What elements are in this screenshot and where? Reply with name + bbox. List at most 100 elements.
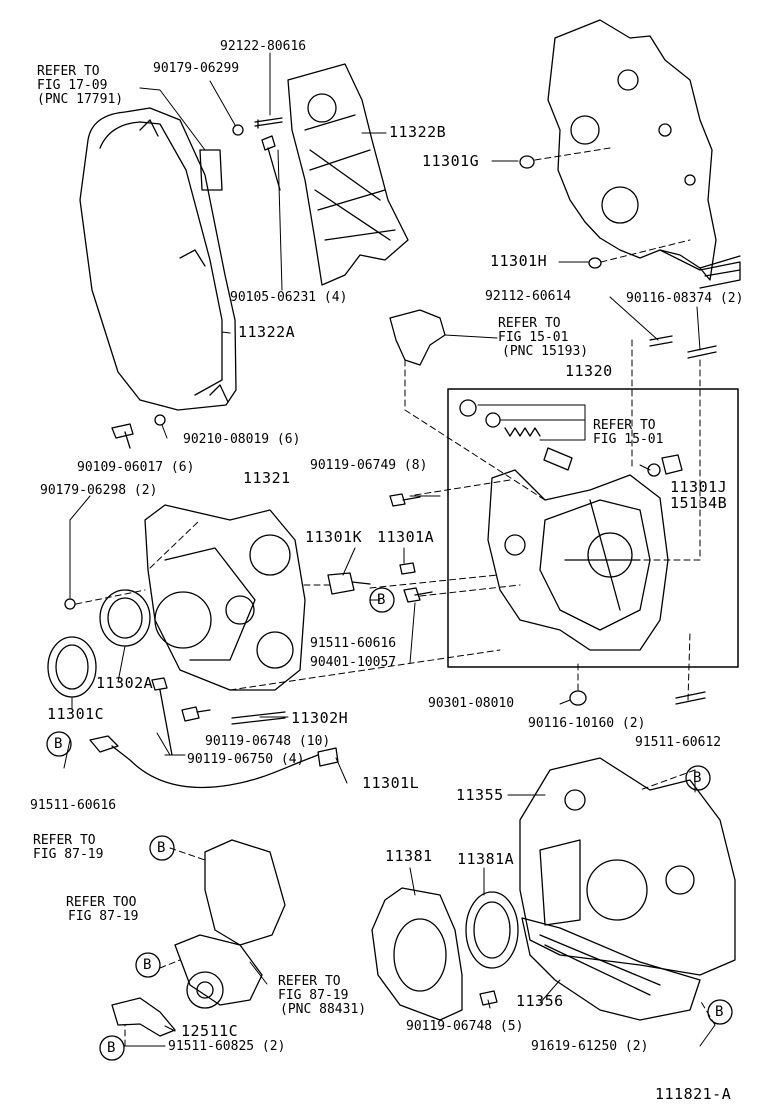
bolt-90401 bbox=[403, 587, 433, 603]
label-91511-60825: 91511-60825 (2) bbox=[168, 1039, 286, 1054]
b-callout-5: B bbox=[143, 957, 152, 973]
label-15134B: 15134B bbox=[670, 494, 728, 512]
label-fig-15-01-a: FIG 15-01 bbox=[498, 330, 569, 345]
washer-90210 bbox=[154, 414, 166, 426]
label-12511C: 12511C bbox=[181, 1022, 239, 1040]
stud-11302H bbox=[231, 711, 286, 725]
plug-relief-valve bbox=[459, 399, 477, 417]
b-callout-7: B bbox=[715, 1004, 724, 1020]
stud-90116-08374 bbox=[687, 345, 717, 359]
label-refer-to-a: REFER TO bbox=[37, 64, 100, 79]
label-91511-60616-b: 91511-60616 bbox=[30, 798, 117, 813]
bolt-90119-06748-5 bbox=[479, 990, 498, 1006]
label-11301K: 11301K bbox=[305, 528, 363, 546]
label-fig-17-09: FIG 17-09 bbox=[37, 78, 108, 93]
o-ring-11301H bbox=[588, 257, 602, 269]
label-90119-06749: 90119-06749 (8) bbox=[310, 458, 428, 473]
timing-belt-cover-11322A bbox=[79, 107, 237, 411]
bolt-90119-06749 bbox=[389, 493, 421, 507]
label-fig-87-19-b: FIG 87-19 bbox=[68, 909, 139, 924]
nut-90179-06299 bbox=[232, 124, 244, 136]
label-90109-06017: 90109-06017 (6) bbox=[77, 460, 195, 475]
label-11321: 11321 bbox=[243, 469, 291, 487]
label-91619-61250: 91619-61250 (2) bbox=[531, 1039, 649, 1054]
label-fig-87-19-a: FIG 87-19 bbox=[33, 847, 104, 862]
label-90119-06748-5: 90119-06748 (5) bbox=[406, 1019, 524, 1034]
label-90116-10160: 90116-10160 (2) bbox=[528, 716, 646, 731]
label-11301J: 11301J bbox=[670, 478, 728, 496]
bolt-90109 bbox=[111, 423, 134, 449]
label-11322B: 11322B bbox=[389, 123, 447, 141]
label-90179-06299: 90179-06299 bbox=[153, 61, 240, 76]
tensioner-pulley bbox=[186, 971, 224, 1009]
label-11301L: 11301L bbox=[362, 774, 420, 792]
drawing-number: 111821-A bbox=[655, 1085, 732, 1103]
label-90119-06748-10: 90119-06748 (10) bbox=[205, 734, 331, 749]
engine-plate-11355 bbox=[519, 757, 736, 976]
label-pnc-15193: (PNC 15193) bbox=[502, 344, 589, 359]
connector-11301L bbox=[317, 747, 339, 767]
oil-seal-11301C bbox=[47, 636, 97, 698]
bolt-90119-06748-10 bbox=[181, 706, 211, 722]
seal-retainer-bore bbox=[393, 918, 447, 992]
timing-cover-11322B bbox=[287, 63, 409, 286]
label-11301H: 11301H bbox=[490, 252, 548, 270]
bracket-12511C bbox=[111, 997, 176, 1037]
label-11320: 11320 bbox=[565, 362, 613, 380]
oil-seal-11381A bbox=[465, 891, 519, 969]
b-callout-circles bbox=[46, 587, 733, 1061]
label-11381: 11381 bbox=[385, 847, 433, 865]
stud-92112 bbox=[649, 335, 673, 347]
label-11322A: 11322A bbox=[238, 323, 296, 341]
label-pnc-17791: (PNC 17791) bbox=[37, 92, 124, 107]
label-fig-15-01-b: FIG 15-01 bbox=[593, 432, 664, 447]
oil-pump-body-11321 bbox=[144, 504, 306, 691]
bolt-92122 bbox=[254, 117, 283, 129]
leader-lines bbox=[63, 52, 716, 1047]
o-ring-90301 bbox=[569, 690, 587, 706]
bolt-90105 bbox=[261, 135, 281, 191]
label-refer-to-d: REFER TO bbox=[33, 833, 96, 848]
pin-11301A bbox=[399, 562, 416, 575]
tensioner-bracket bbox=[174, 934, 263, 1006]
label-90401-10057: 90401-10057 bbox=[310, 655, 397, 670]
bolt-90119-06750 bbox=[151, 677, 173, 756]
label-fig-87-19-c: FIG 87-19 bbox=[278, 988, 349, 1003]
plate-11356 bbox=[521, 917, 701, 1021]
label-91511-60612: 91511-60612 bbox=[635, 735, 722, 750]
sensor-harness-11301L bbox=[89, 735, 319, 789]
label-92112-60614: 92112-60614 bbox=[485, 289, 572, 304]
label-refer-to-f: REFER TO bbox=[278, 974, 341, 989]
label-90179-06298: 90179-06298 (2) bbox=[40, 483, 158, 498]
label-11301G: 11301G bbox=[422, 152, 480, 170]
label-90301-08010: 90301-08010 bbox=[428, 696, 515, 711]
b-callout-2: B bbox=[54, 736, 63, 752]
oil-seal-11301C-inner bbox=[55, 644, 89, 690]
plug-15134B bbox=[661, 454, 683, 475]
label-90210-08019: 90210-08019 (6) bbox=[183, 432, 301, 447]
seal-retainer-11381 bbox=[371, 887, 463, 1021]
label-refer-to-e: REFER TOO bbox=[66, 895, 137, 910]
label-11302H: 11302H bbox=[291, 709, 349, 727]
label-refer-to-b: REFER TO bbox=[498, 316, 561, 331]
o-ring-11301J bbox=[647, 463, 661, 477]
label-pnc-88431: (PNC 88431) bbox=[280, 1002, 367, 1017]
bracket-ref-87-19 bbox=[204, 839, 286, 946]
label-11355: 11355 bbox=[456, 786, 504, 804]
oil-seal-11302A-inner bbox=[107, 597, 143, 639]
oil-seal-11381A-inner bbox=[473, 901, 511, 959]
engine-block-outline bbox=[547, 19, 741, 289]
label-92122-80616: 92122-80616 bbox=[220, 39, 307, 54]
oil-pump-housing-11320 bbox=[487, 469, 669, 651]
spring-relief-valve bbox=[504, 427, 541, 437]
label-11356: 11356 bbox=[516, 992, 564, 1010]
label-11301A: 11301A bbox=[377, 528, 435, 546]
tensioner-pulley-hub bbox=[196, 981, 214, 999]
b-callout-6: B bbox=[107, 1040, 116, 1056]
label-11302A: 11302A bbox=[96, 674, 154, 692]
label-90105-06231: 90105-06231 (4) bbox=[230, 290, 348, 305]
b-callout-4: B bbox=[157, 840, 166, 856]
gasket-15193 bbox=[389, 309, 446, 366]
